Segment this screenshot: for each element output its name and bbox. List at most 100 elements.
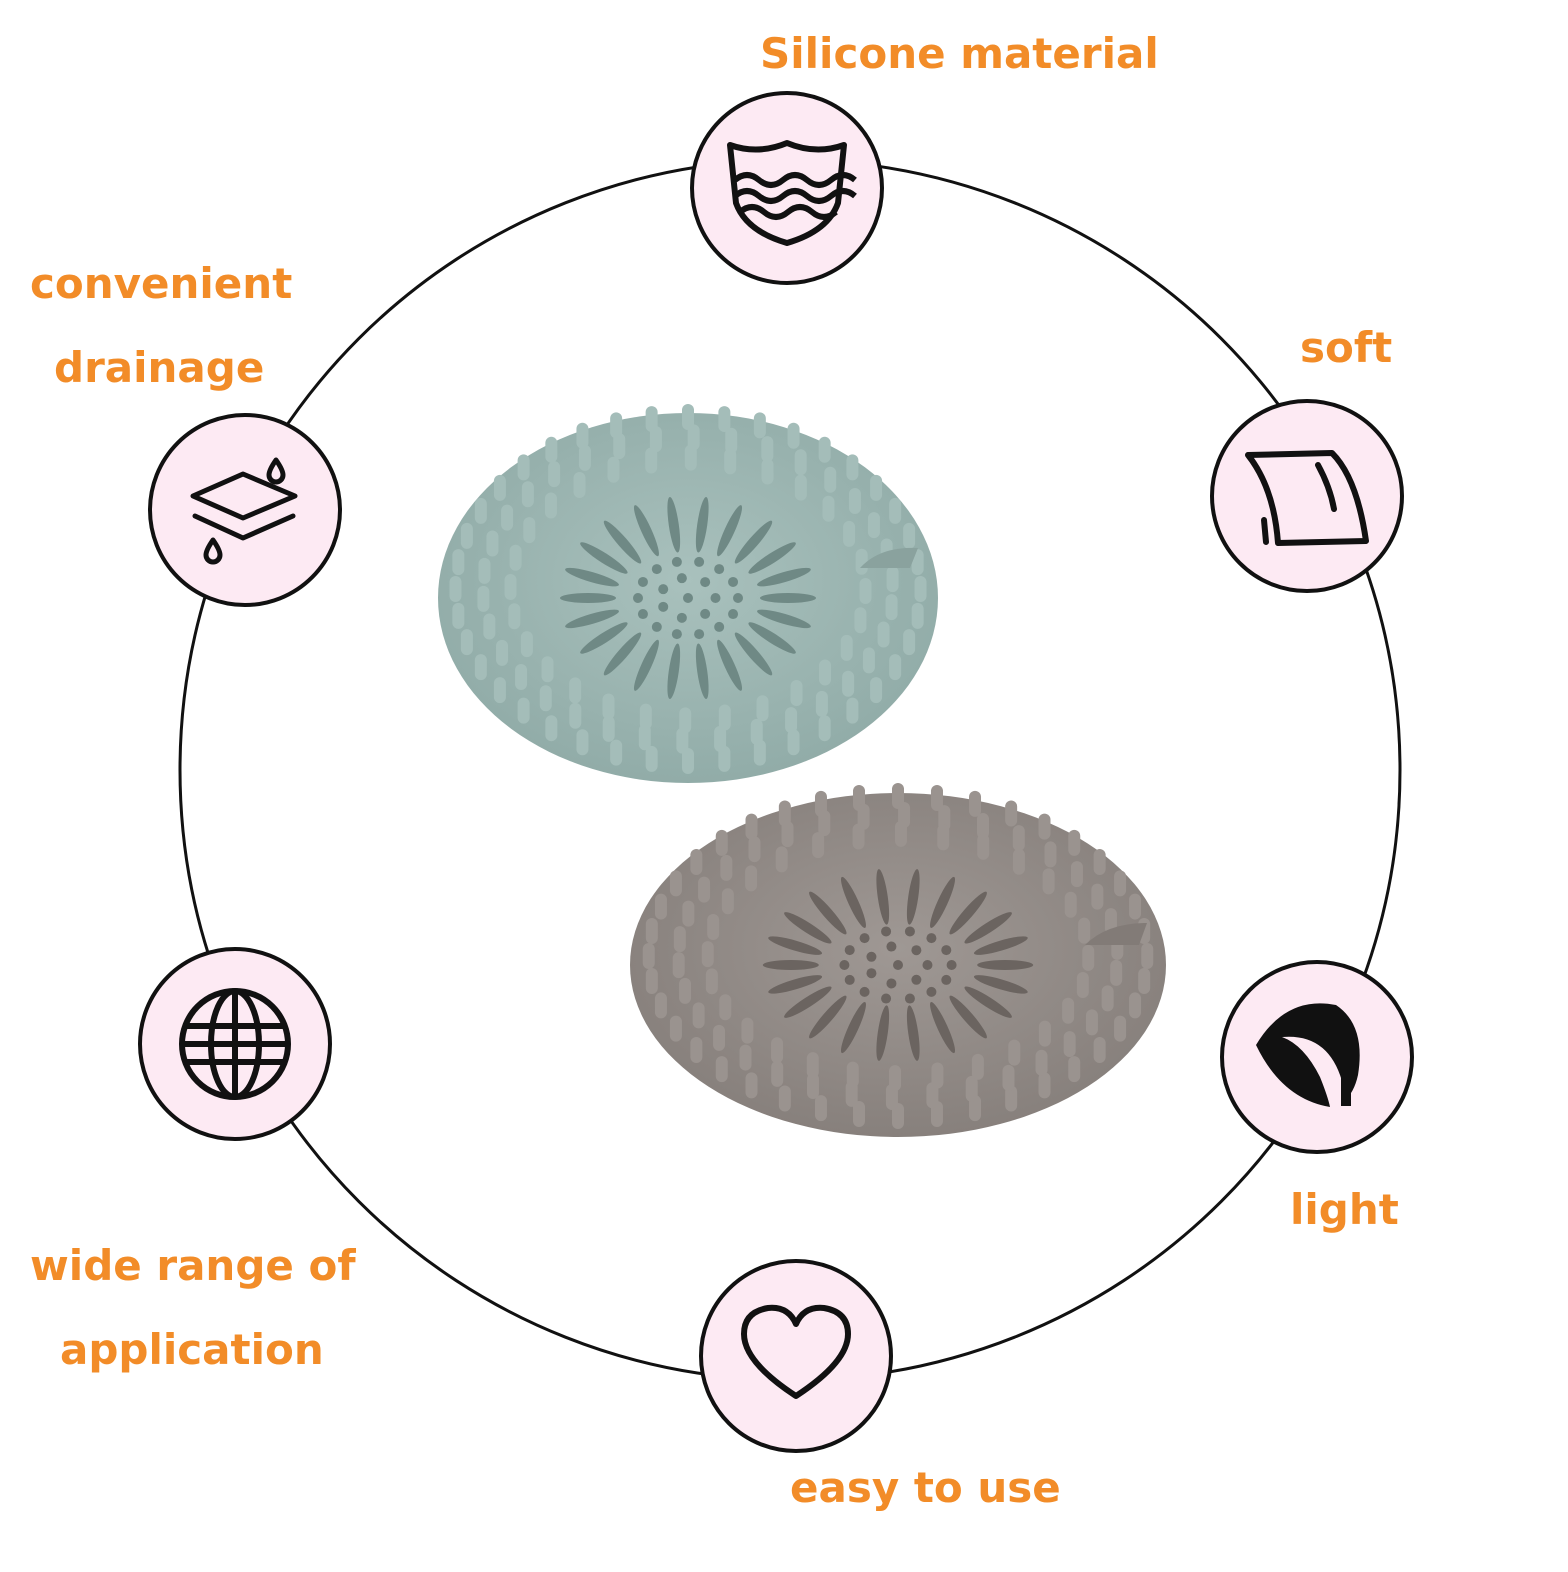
bristle: [761, 458, 774, 485]
easy-label: easy to use: [790, 1446, 1100, 1530]
bristle: [785, 707, 798, 734]
drain-hole: [671, 629, 682, 640]
drainage-label: convenient drainage: [30, 242, 330, 410]
bristle: [638, 724, 651, 751]
bristle: [610, 412, 623, 439]
petal-slot: [930, 1002, 956, 1054]
petal-slot: [930, 876, 956, 928]
bristle: [682, 900, 695, 927]
bristle: [1076, 972, 1089, 999]
bristle: [806, 1073, 819, 1100]
petal-slot: [748, 622, 796, 654]
bristle: [517, 454, 530, 481]
bristle: [690, 848, 703, 875]
bristle: [602, 715, 615, 742]
bristle: [707, 913, 720, 940]
light-badge: [1220, 960, 1414, 1154]
bristle: [649, 426, 662, 453]
shield-waves-icon: [727, 140, 857, 246]
bristle: [885, 594, 898, 621]
bristle: [684, 444, 697, 471]
drain-hole: [844, 945, 855, 956]
drain-hole: [839, 960, 850, 970]
silicone-label-text: Silicone material: [760, 29, 1159, 78]
drain-hole: [893, 960, 903, 970]
bristle: [756, 695, 769, 722]
bristle: [523, 517, 536, 544]
petal-slot: [768, 936, 823, 955]
easy-label-text: easy to use: [790, 1463, 1061, 1512]
light-label-text: light: [1290, 1185, 1399, 1234]
bristle: [892, 1102, 904, 1129]
drain-hole: [700, 577, 711, 588]
bristle: [818, 810, 831, 837]
bristle: [1141, 943, 1154, 969]
bristle: [812, 832, 825, 859]
bristle: [1008, 1039, 1021, 1066]
petal-slot: [840, 1002, 866, 1054]
petal-slot: [580, 542, 628, 574]
bristle: [853, 1100, 866, 1127]
bristle: [911, 602, 924, 629]
bristle: [1070, 861, 1083, 888]
drain-hole: [671, 556, 682, 567]
drain-hole: [710, 593, 721, 603]
drain-hole: [683, 593, 693, 603]
bristle: [778, 1085, 791, 1112]
bristle: [818, 436, 831, 463]
bristle: [753, 739, 766, 766]
bristle: [474, 654, 487, 681]
bristle: [576, 729, 589, 756]
petal-slot: [768, 975, 823, 994]
bristle: [977, 833, 990, 860]
bristle: [1091, 883, 1104, 910]
bristle: [977, 812, 990, 839]
drain-hole: [941, 945, 952, 956]
drain-hole: [676, 573, 687, 584]
drain-hole: [904, 993, 915, 1004]
bristle: [1005, 1085, 1018, 1112]
easy-badge: [699, 1259, 893, 1453]
soft-badge: [1210, 399, 1404, 593]
bristle: [642, 943, 655, 969]
bristle: [715, 1056, 728, 1083]
blue-drain-cover: [438, 403, 938, 783]
petal-slot: [734, 520, 773, 564]
petal-slot: [633, 639, 659, 691]
bristle: [676, 727, 689, 754]
bristle: [1101, 985, 1114, 1012]
petal-slot: [760, 593, 816, 603]
bristle: [745, 865, 758, 892]
bristle: [508, 603, 521, 630]
bristle: [903, 629, 916, 656]
drain-hole: [658, 584, 669, 595]
drain-hole: [926, 933, 937, 944]
bristle: [718, 745, 731, 772]
bristle: [855, 548, 868, 575]
bristle: [548, 461, 561, 488]
bristle: [452, 602, 465, 629]
bristle: [840, 634, 853, 661]
bristle: [569, 702, 582, 729]
bristle: [486, 530, 499, 557]
bristle: [679, 707, 692, 734]
bristle: [521, 481, 534, 508]
petal-slot: [565, 609, 619, 629]
bristle: [545, 715, 558, 742]
bristle: [687, 424, 700, 451]
bristle: [718, 406, 731, 433]
bristle: [892, 783, 904, 810]
bristle: [914, 576, 927, 602]
bristle: [645, 745, 658, 772]
bristle: [496, 639, 509, 666]
bristle: [854, 607, 867, 634]
bristle: [721, 888, 734, 915]
petal-slot: [757, 567, 811, 587]
petal-slot: [973, 975, 1028, 994]
petal-slot: [964, 986, 1012, 1018]
bristle: [845, 1080, 858, 1107]
petal-slot: [977, 960, 1034, 970]
bristle: [578, 444, 591, 471]
petal-slot: [906, 1005, 920, 1061]
bristle: [602, 693, 615, 720]
